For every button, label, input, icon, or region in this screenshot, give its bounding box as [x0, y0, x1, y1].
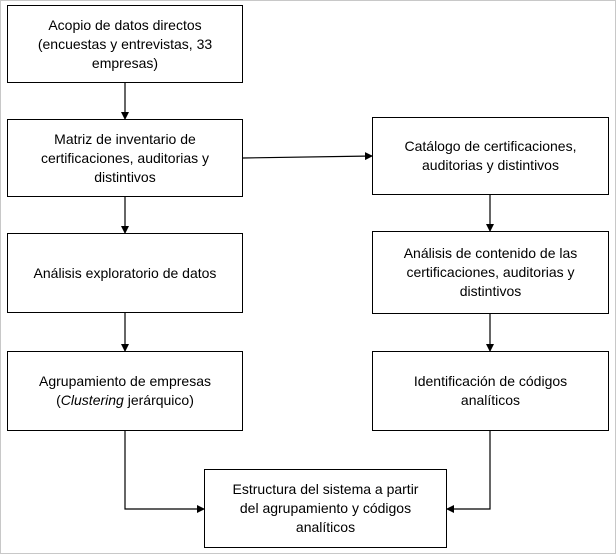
node-estructura-line: analíticos: [295, 519, 356, 535]
node-acopio-line: empresas): [91, 54, 159, 71]
node-agrupamiento-line: Agrupamiento de empresas: [39, 373, 211, 389]
arrow-matriz-to-catalogo: [242, 152, 373, 161]
paren-open: (: [56, 392, 61, 408]
node-acopio: Acopio de datos directos (encuestas y en…: [7, 5, 243, 83]
node-agrupamiento-line-2: (Clustering jerárquico): [39, 391, 211, 410]
node-acopio-line: (encuestas y entrevistas, 33: [37, 35, 213, 52]
node-catalogo: Catálogo de certificaciones, auditorias …: [372, 117, 609, 195]
node-contenido-line: Análisis de contenido de las: [403, 245, 578, 261]
clustering-term: Clustering: [60, 392, 124, 408]
node-contenido: Análisis de contenido de las certificaci…: [372, 231, 609, 314]
node-estructura: Estructura del sistema a partir del agru…: [204, 469, 447, 548]
node-matriz: Matriz de inventario de certificaciones,…: [7, 119, 243, 197]
node-estructura-line: del agrupamiento y códigos: [239, 500, 412, 516]
node-contenido-line: certificaciones, auditorias y: [406, 264, 575, 280]
node-matriz-line: distintivos: [94, 168, 156, 185]
node-catalogo-line: Catálogo de certificaciones,: [404, 138, 577, 154]
node-estructura-line: Estructura del sistema a partir: [232, 481, 419, 497]
node-identificacion-line: analíticos: [460, 392, 521, 408]
node-identificacion: Identificación de códigos analíticos: [372, 351, 609, 431]
node-exploratorio-line: Análisis exploratorio de datos: [33, 264, 217, 281]
node-agrupamiento: Agrupamiento de empresas (Clustering jer…: [7, 351, 243, 431]
node-acopio-line: Acopio de datos directos: [48, 16, 202, 33]
paren-rest: jerárquico): [123, 392, 194, 408]
node-matriz-line: Matriz de inventario de: [54, 130, 196, 147]
arrow-agrupamiento-to-estructura: [124, 431, 205, 513]
node-catalogo-line: auditorias y distintivos: [422, 157, 559, 173]
node-identificacion-line: Identificación de códigos: [413, 373, 568, 389]
node-matriz-line: certificaciones, auditorias y: [40, 149, 210, 166]
node-exploratorio: Análisis exploratorio de datos: [7, 233, 243, 313]
arrow-identificacion-to-estructura: [446, 431, 491, 513]
node-contenido-line: distintivos: [459, 283, 522, 299]
